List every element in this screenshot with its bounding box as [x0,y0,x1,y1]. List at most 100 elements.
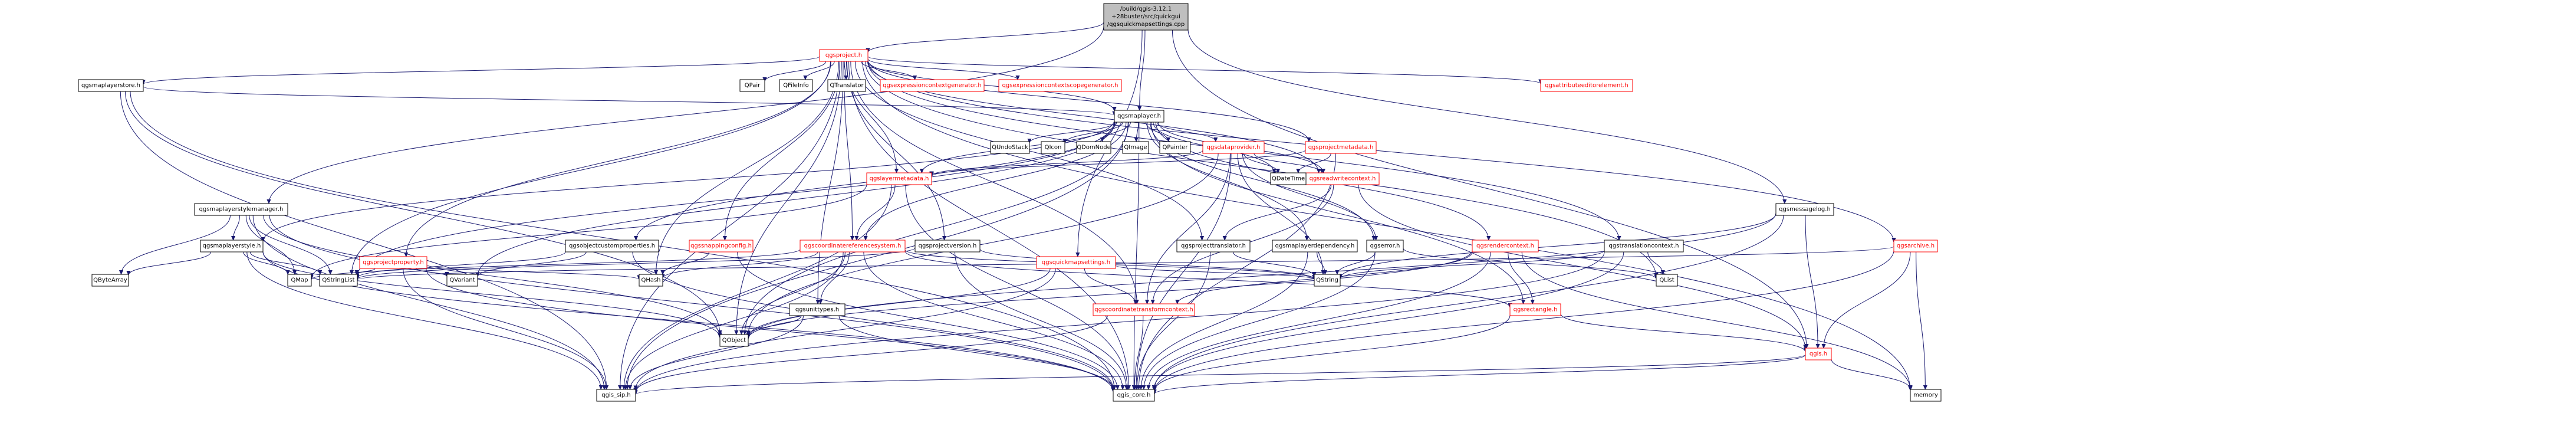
node-QPainter[interactable]: QPainter [1159,141,1191,154]
node-qgsreadwritecontext-h[interactable]: qgsreadwritecontext.h [1305,172,1380,185]
edge-qgsproject_h-to-qgsmaplayerstore_h [143,56,820,84]
node-box [990,141,1030,154]
node-label: qgsobjectcustomproperties.h [569,243,655,250]
node-memory[interactable]: memory [1910,389,1942,402]
node-label: qgsmaplayer.h [1117,113,1161,120]
node-qgis-core-h[interactable]: qgis_core.h [1113,389,1155,402]
edge-qgscoordinatetransformcontext_h-to-qgis_core_h [1134,315,1144,389]
node-box [1093,303,1195,316]
node-QFileInfo[interactable]: QFileInfo [779,79,813,92]
edge-root-to-qgsmaplayerstylemanager_h [269,25,1104,204]
node-QObject[interactable]: QObject [719,334,749,347]
node-qgsexpressioncontextscopegenerator-h[interactable]: qgsexpressioncontextscopegenerator.h [998,79,1122,92]
edge-qgsproject_h-to-qgsprojectmetadata_h [867,60,1309,142]
edge-qgsquickmapsettings_h-to-qgscoordinatetransformcontext_h [1084,268,1135,304]
node-label: qgstranslationcontext.h [1609,243,1679,250]
node-QStringList[interactable]: QStringList [319,274,358,287]
node-qgis-sip-h[interactable]: qgis_sip.h [596,389,636,402]
edge-qgsrectangle_h-to-qgis_core_h [1154,315,1511,391]
node-label: qgsprojectversion.h [919,243,977,250]
edge-qgsproject_h-to-qgssnappingconfig_h [725,61,841,240]
node-qgsrectangle-h[interactable]: qgsrectangle.h [1509,303,1561,316]
node-label: +28buster/src/quickgui [1111,14,1180,20]
node-box [1775,203,1834,216]
node-label: qgis.h [1810,351,1827,358]
node-QPair[interactable]: QPair [739,79,765,92]
node-qgsquickmapsettings-h[interactable]: qgsquickmapsettings.h [1036,256,1116,269]
node-box [800,240,906,253]
node-qgsmaplayerstyle-h[interactable]: qgsmaplayerstyle.h [200,240,264,253]
node-qgsmaplayer-h[interactable]: qgsmaplayer.h [1114,110,1164,123]
node-qgssnappingconfig-h[interactable]: qgssnappingconfig.h [689,240,754,253]
edge-qgsproject_h-to-QPair [765,61,827,81]
node-QString[interactable]: QString [1314,274,1341,287]
node-QDomNode[interactable]: QDomNode [1076,141,1111,154]
node-qgsprojectmetadata-h[interactable]: qgsprojectmetadata.h [1305,141,1377,154]
edge-qgsproject_h-to-qgsexpressioncontextgenerator_h [860,61,914,80]
node-qgsprojectversion-h[interactable]: qgsprojectversion.h [914,240,981,253]
node-QList[interactable]: QList [1656,274,1678,287]
edge-qgstranslationcontext_h-to-QString [1340,250,1605,278]
node-qgslayermetadata-h[interactable]: qgslayermetadata.h [866,172,932,185]
node-qgsobjectcustomproperties-h[interactable]: qgsobjectcustomproperties.h [565,240,659,253]
node-qgscoordinatetransformcontext-h[interactable]: qgscoordinatetransformcontext.h [1093,303,1195,316]
node-qgscoordinatereferencesystem-h[interactable]: qgscoordinatereferencesystem.h [800,240,906,253]
node-qgsproject-h[interactable]: qgsproject.h [819,49,868,62]
node-QImage[interactable]: QImage [1122,141,1149,154]
edge-qgstranslationcontext_h-to-qgis_sip_h [636,251,1605,392]
node-QTranslator[interactable]: QTranslator [827,79,866,92]
edge-qgsarchive_h-to-qgis_h [1824,251,1911,348]
edge-qgsprojecttranslator_h-to-qgis_core_h [1137,251,1211,389]
node-qgis-h[interactable]: qgis.h [1805,348,1832,360]
edge-qgsarchive_h-to-memory [1916,251,1926,389]
edge-qgscoordinatereferencesystem_h-to-qgsunittypes_h [821,251,850,304]
node-QUndoStack[interactable]: QUndoStack [990,141,1030,154]
edge-qgsunittypes_h-to-qgis_sip_h [630,315,804,389]
node-box [1176,240,1251,253]
edge-qgsarchive_h-to-qgis_core_h [1154,250,1894,391]
edge-qgsprojectproperty_h-to-QStringList [357,268,376,274]
node-label: QMap [291,277,308,284]
node-box [1076,141,1111,154]
node-qgsunittypes-h[interactable]: qgsunittypes.h [789,303,845,316]
node-label: QHash [641,277,660,284]
node-label: QPainter [1163,145,1189,151]
node-qgserror-h[interactable]: qgserror.h [1366,240,1404,253]
node-qgsdataprovider-h[interactable]: qgsdataprovider.h [1202,141,1265,154]
node-QMap[interactable]: QMap [287,274,312,287]
node-box [1509,303,1561,316]
node-qgsmaplayerstylemanager-h[interactable]: qgsmaplayerstylemanager.h [194,203,288,216]
node-qgsprojectproperty-h[interactable]: qgsprojectproperty.h [359,256,427,269]
node-QDateTime[interactable]: QDateTime [1270,172,1307,185]
edge-qgsquickmapsettings_h-to-QString [1115,265,1314,280]
edge-qgsmessagelog_h-to-qgis_core_h [1154,215,1784,389]
node-label: QStringList [322,277,354,284]
node-qgsmaplayerstore-h[interactable]: qgsmaplayerstore.h [78,79,144,92]
edge-qgsprojectversion_h-to-qgis_core_h [954,251,1126,389]
node-qgsexpressioncontextgenerator-h[interactable]: qgsexpressioncontextgenerator.h [880,79,985,92]
node-qgsattributeeditorelement-h[interactable]: qgsattributeeditorelement.h [1540,79,1633,92]
edge-qgis_h-to-qgis_core_h [1154,354,1806,394]
node-qgsmaplayerdependency-h[interactable]: qgsmaplayerdependency.h [1272,240,1358,253]
edge-qgsarchive_h-to-QStringList [357,246,1894,280]
node-QByteArray[interactable]: QByteArray [91,274,129,287]
node-qgsrendercontext-h[interactable]: qgsrendercontext.h [1472,240,1539,253]
node-qgsmessagelog-h[interactable]: qgsmessagelog.h [1775,203,1834,216]
node-qgsprojecttranslator-h[interactable]: qgsprojecttranslator.h [1176,240,1251,253]
edge-qgserror_h-to-QList [1403,248,1656,279]
node-label: qgsarchive.h [1897,243,1935,250]
node-qgstranslationcontext-h[interactable]: qgstranslationcontext.h [1604,240,1684,253]
edge-qgsmaplayer_h-to-QObject [745,122,1129,335]
node-QVariant[interactable]: QVariant [446,274,478,287]
node-label: QTranslator [830,83,864,89]
edge-qgsprojectmetadata_h-to-QDateTime [1298,153,1331,173]
edge-qgsmaplayer_h-to-qgis_sip_h [627,122,1129,389]
node-QHash[interactable]: QHash [639,274,663,287]
edge-qgsmaplayerdependency_h-to-qgis_core_h [1141,251,1308,389]
node-box [446,274,478,287]
node-box [1366,240,1404,253]
node-label: QObject [722,337,746,344]
node-qgsarchive-h[interactable]: qgsarchive.h [1893,240,1938,253]
node-QIcon[interactable]: QIcon [1041,141,1065,154]
node-box [819,49,868,62]
